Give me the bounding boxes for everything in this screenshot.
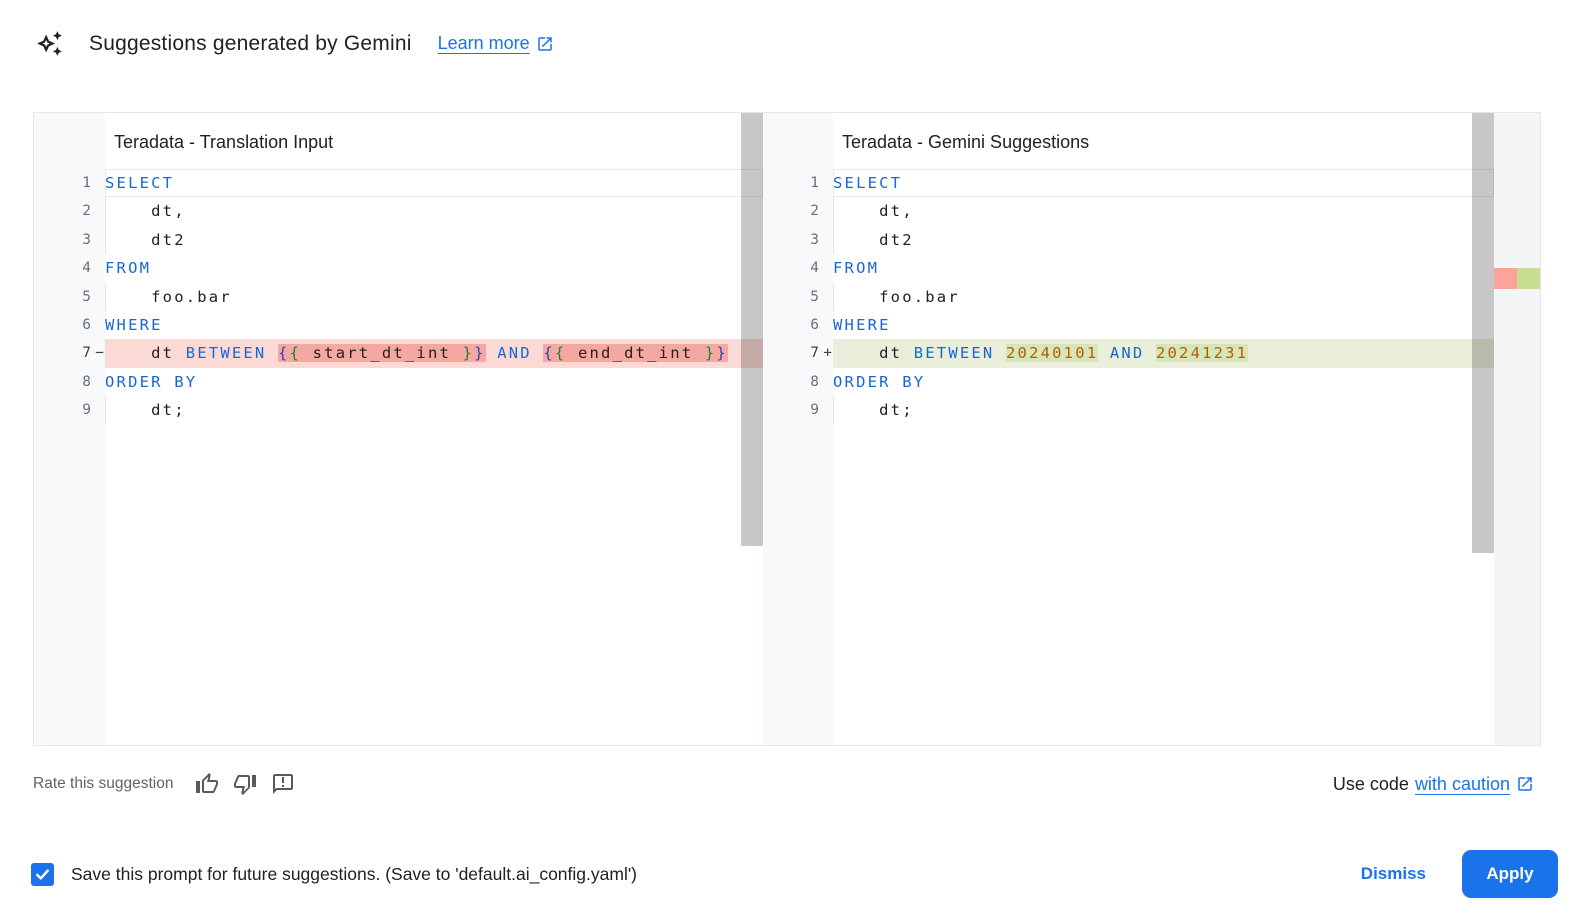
line-number: 1	[810, 175, 819, 191]
line-number: 8	[82, 373, 91, 390]
learn-more-link[interactable]: Learn more	[438, 33, 554, 54]
code-line: 9 dt;	[763, 396, 1494, 425]
original-pane-title: Teradata - Translation Input	[114, 132, 334, 152]
save-prompt-checkbox[interactable]	[31, 862, 54, 886]
code-line: 3 dt2	[763, 225, 1494, 255]
line-number: 7+	[763, 339, 833, 367]
overview-added-marker	[1517, 268, 1540, 289]
code-line: 1 SELECT	[763, 169, 1494, 197]
code-line: 6 WHERE	[763, 311, 1494, 339]
right-editor-scrollbar[interactable]	[1472, 113, 1494, 553]
line-number: 3	[810, 231, 819, 248]
code-line-content: dt;	[833, 396, 1494, 425]
rate-suggestion-label: Rate this suggestion	[33, 775, 174, 792]
line-number: 4	[82, 260, 91, 277]
diff-line-marker: −	[95, 345, 104, 362]
checkmark-icon	[35, 868, 50, 880]
code-line-content: WHERE	[105, 315, 163, 334]
code-line: 8 ORDER BY	[34, 368, 763, 396]
suggestions-header: Suggestions generated by Gemini Learn mo…	[36, 30, 554, 57]
code-line: 8 ORDER BY	[763, 368, 1494, 396]
code-line-content: SELECT	[105, 169, 763, 197]
left-editor-scrollbar[interactable]	[741, 113, 763, 546]
line-number: 2	[810, 203, 819, 220]
line-number: 2	[82, 203, 91, 220]
code-line-content: dt2	[833, 225, 1494, 255]
code-line: 3 dt2	[34, 225, 763, 255]
code-line: 6 WHERE	[34, 311, 763, 339]
code-line-content: dt,	[105, 197, 763, 227]
code-line-content: ORDER BY	[833, 372, 926, 391]
line-number: 8	[810, 373, 819, 390]
code-line-content: WHERE	[833, 315, 891, 334]
dismiss-button[interactable]: Dismiss	[1360, 864, 1426, 883]
line-number: 9	[82, 402, 91, 419]
diff-line-marker: +	[823, 345, 832, 362]
overview-removed-marker	[1494, 268, 1517, 289]
feedback-icon	[273, 774, 294, 794]
code-line: 5 foo.bar	[763, 282, 1494, 312]
line-number: 7−	[34, 339, 105, 367]
code-line: 5 foo.bar	[34, 282, 763, 312]
learn-more-label: Learn more	[437, 33, 530, 53]
with-caution-link[interactable]: with caution	[1414, 773, 1510, 794]
code-line: 2 dt,	[34, 197, 763, 227]
save-prompt-label: Save this prompt for future suggestions.…	[71, 863, 637, 884]
code-line: 4 FROM	[763, 254, 1494, 282]
line-number-gutter	[763, 113, 833, 745]
page-title: Suggestions generated by Gemini	[89, 31, 412, 55]
thumbs-down-icon	[234, 775, 257, 795]
code-line-content: FROM	[833, 259, 880, 278]
code-line: 9 dt;	[34, 396, 763, 425]
code-line: 4 FROM	[34, 254, 763, 282]
use-code-text: Use code	[1332, 773, 1409, 794]
code-line-content: dt BETWEEN 20240101 AND 20241231	[833, 339, 1494, 368]
code-line-content: dt BETWEEN {{ start_dt_int }} AND {{ end…	[105, 339, 763, 368]
thumbs-up-icon	[196, 773, 219, 793]
code-line: 2 dt,	[763, 197, 1494, 227]
apply-button[interactable]: Apply	[1462, 850, 1558, 898]
code-line-content: FROM	[105, 259, 152, 278]
code-line: 1 SELECT	[34, 169, 763, 197]
code-line-content: dt;	[105, 396, 763, 425]
line-number: 6	[82, 316, 91, 333]
line-number-gutter	[34, 113, 105, 745]
footer-bar: Save this prompt for future suggestions.…	[31, 849, 1558, 899]
line-number: 6	[810, 316, 819, 333]
code-line-content: SELECT	[833, 169, 1494, 197]
code-line: 7+ dt BETWEEN 20240101 AND 20241231	[763, 339, 1494, 368]
diff-overview-ruler[interactable]	[1494, 113, 1540, 745]
thumbs-down-button[interactable]	[233, 772, 257, 796]
thumbs-up-button[interactable]	[195, 772, 219, 796]
open-in-new-icon	[537, 36, 552, 51]
suggestions-pane-title: Teradata - Gemini Suggestions	[842, 132, 1090, 152]
line-number: 5	[82, 288, 91, 305]
line-number: 3	[82, 231, 91, 248]
feedback-button[interactable]	[271, 772, 295, 796]
rate-suggestion-bar: Rate this suggestion Use code with cauti…	[33, 768, 1534, 800]
code-line-content: ORDER BY	[105, 372, 198, 391]
gemini-sparkle-icon	[37, 31, 62, 56]
line-number: 4	[810, 260, 819, 277]
use-code-notice: Use code with caution	[1333, 774, 1534, 795]
line-number: 5	[810, 288, 819, 305]
code-line-content: dt,	[833, 197, 1494, 227]
code-line: 7− dt BETWEEN {{ start_dt_int }} AND {{ …	[34, 339, 763, 368]
code-line-content: foo.bar	[105, 282, 763, 312]
code-line-content: dt2	[105, 225, 763, 255]
open-in-new-icon	[1518, 777, 1532, 791]
code-line-content: foo.bar	[833, 282, 1494, 312]
line-number: 1	[82, 175, 91, 191]
line-number: 9	[810, 402, 819, 419]
